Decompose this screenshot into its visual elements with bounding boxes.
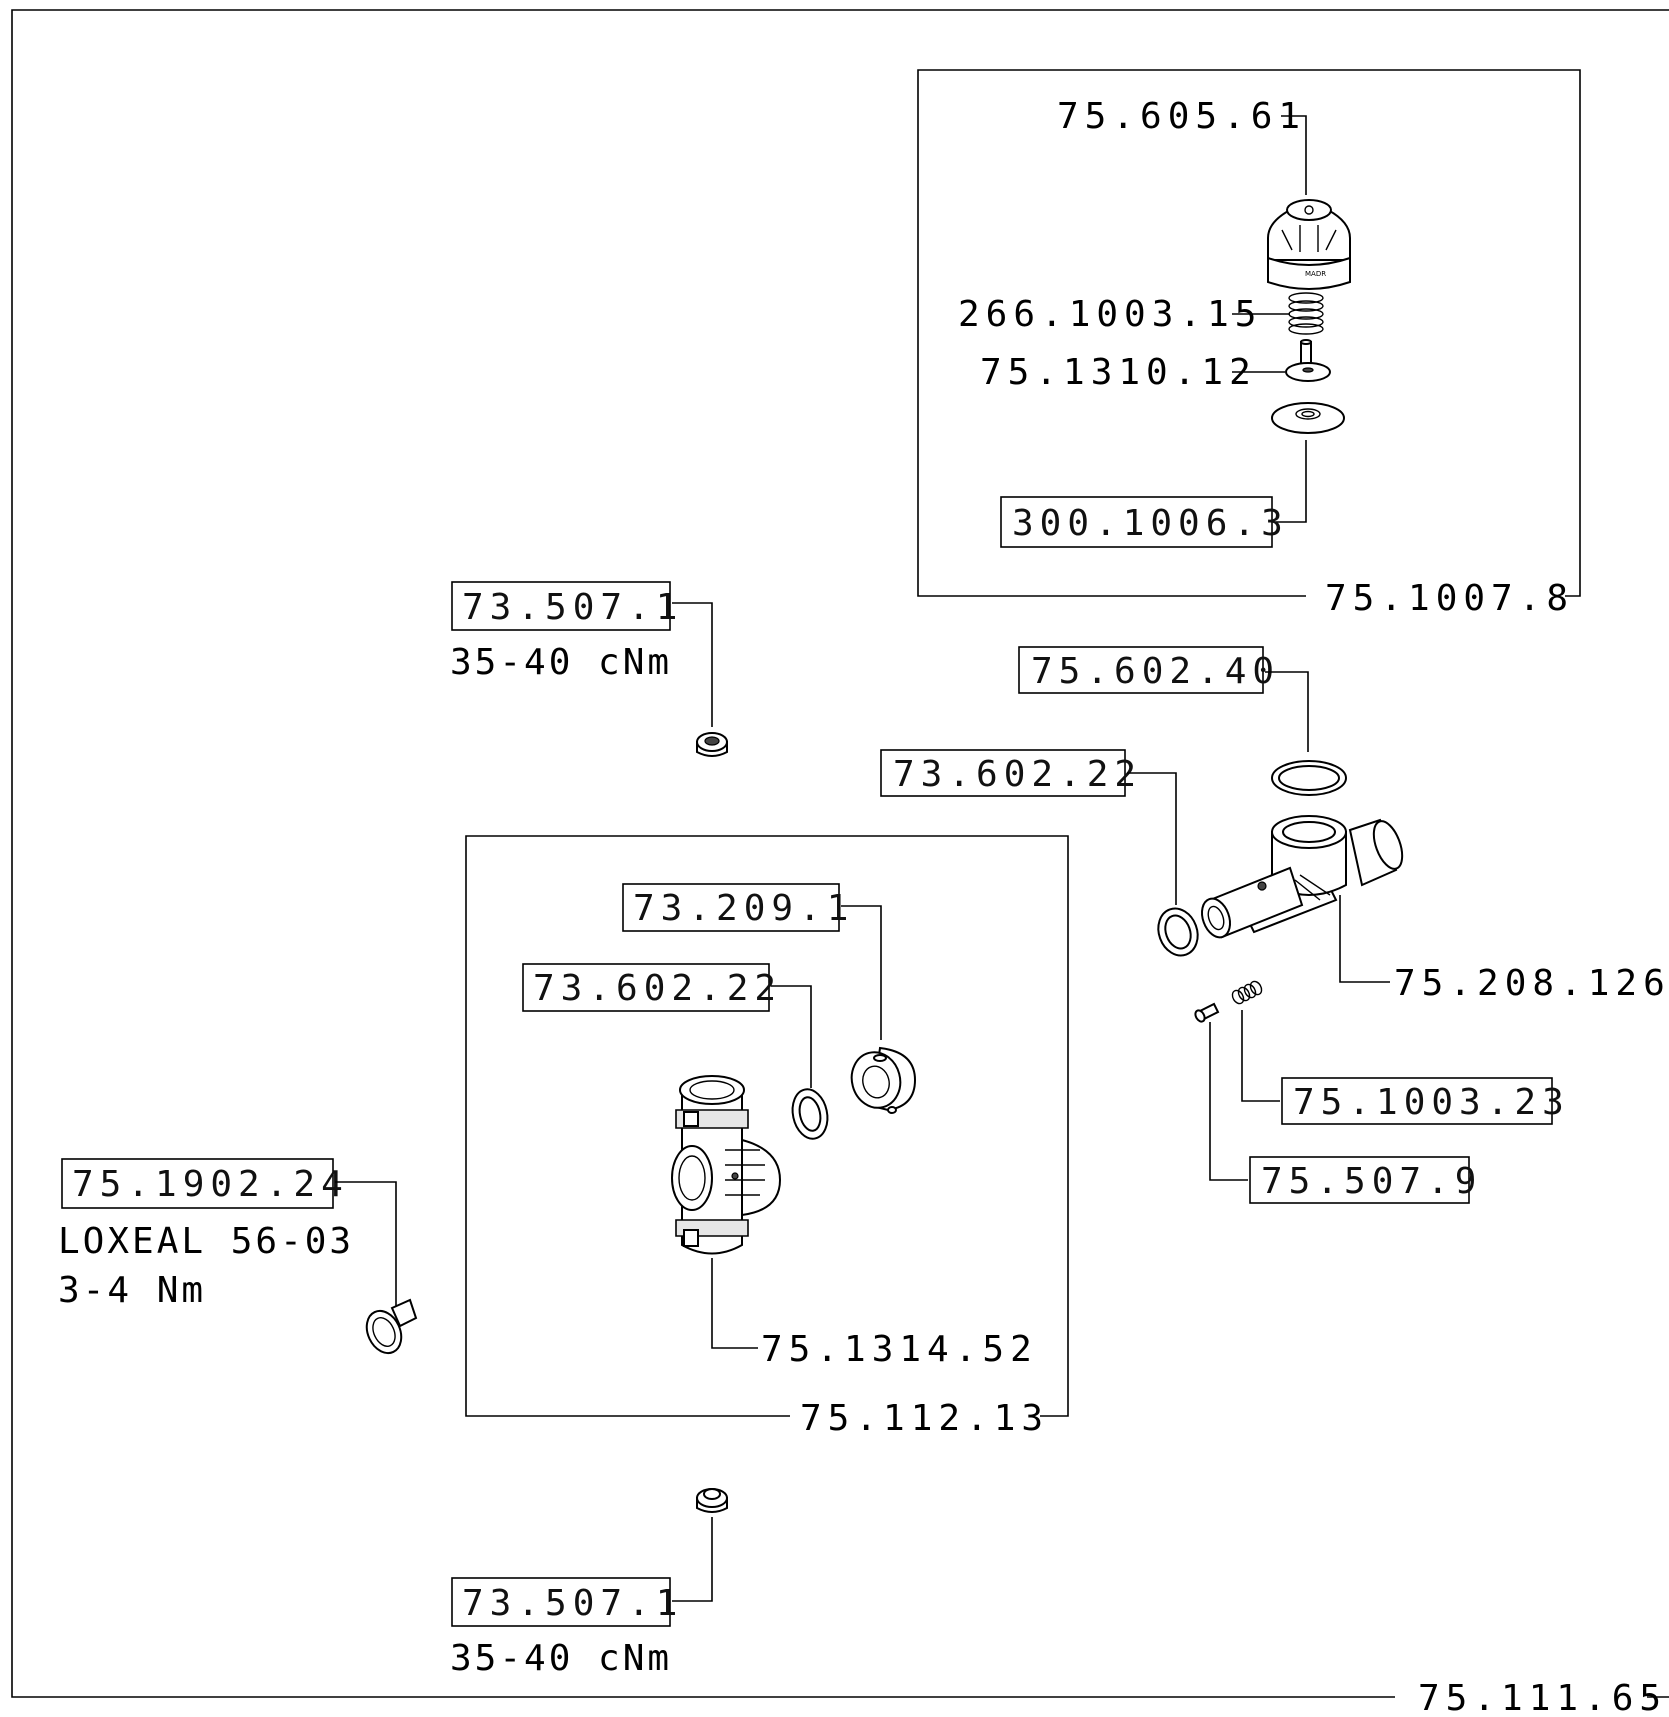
diaphragm-leader [1275, 440, 1307, 523]
valve-body-icon [1200, 815, 1404, 939]
plug-adhesive-note: LOXEAL 56-03 [58, 1221, 354, 1262]
seal-ring-icon [791, 1088, 829, 1140]
inner-block-leader [841, 905, 882, 1040]
spring-icon [1288, 292, 1324, 335]
body-group-frame [465, 835, 1069, 1417]
o-ring-label: 75.602.40 [1031, 651, 1280, 692]
pin-label: 75.507.9 [1261, 1161, 1482, 1202]
plug-icon [365, 1298, 418, 1355]
nozzle-bottom-label: 73.507.1 [462, 1583, 683, 1624]
valve-body-label: 75.208.126 [1394, 963, 1669, 1004]
plug-torque-note: 3-4 Nm [58, 1270, 206, 1311]
o-ring-icon [1271, 760, 1347, 796]
cap-group-number: 75.1007.8 [1325, 578, 1574, 619]
spring-icon [1231, 980, 1263, 1005]
o-ring-leader [1265, 671, 1309, 752]
spring-small-leader [1241, 1010, 1280, 1102]
pin-icon [1194, 1002, 1220, 1023]
spring-small-label-box [1281, 1077, 1553, 1125]
piston-icon [1285, 339, 1331, 382]
o-ring-label-box [1018, 646, 1264, 694]
assembly-number: 75.111.65 [1418, 1678, 1667, 1717]
pin-label-box [1249, 1156, 1470, 1204]
nozzle-bottom-leader [672, 1517, 713, 1602]
plug-leader [335, 1181, 397, 1306]
body-group-number: 75.112.13 [800, 1398, 1049, 1439]
cap-spring-label: 266.1003.15 [958, 294, 1262, 335]
diaphragm-label-box [1000, 496, 1273, 548]
nozzle-top-label-box [451, 581, 671, 631]
nozzle-icon [696, 732, 728, 757]
assembly-frame [11, 9, 1669, 1698]
pin-leader [1209, 1022, 1248, 1181]
cap-icon: MADR [1267, 199, 1351, 290]
diaphragm-label: 300.1006.3 [1012, 503, 1289, 544]
seal-ring-right-label: 73.602.22 [893, 754, 1142, 795]
nozzle-top-leader [672, 602, 713, 727]
cap-leader [1281, 115, 1307, 195]
cap-group-frame [917, 69, 1581, 597]
plug-label: 75.1902.24 [72, 1164, 349, 1205]
inner-block-label: 73.209.1 [633, 888, 854, 929]
inner-block-label-box [622, 883, 840, 932]
nozzle-bottom-torque: 35-40 cNm [450, 1638, 672, 1679]
piston-label: 75.1310.12 [980, 352, 1257, 393]
cap-label: 75.605.61 [1057, 96, 1306, 137]
seal-ring-inner-leader [771, 985, 812, 1088]
valve-body-leader [1339, 895, 1390, 983]
seal-ring-inner-label-box [522, 963, 770, 1012]
chamber-leader [711, 1258, 758, 1349]
plug-label-box [61, 1158, 334, 1209]
seal-ring-icon [1157, 907, 1199, 957]
diaphragm-icon [1271, 402, 1345, 434]
seal-ring-right-label-box [880, 749, 1126, 797]
seal-ring-inner-label: 73.602.22 [533, 968, 782, 1009]
svg-text:MADR: MADR [1305, 270, 1326, 278]
spring-small-label: 75.1003.23 [1293, 1082, 1570, 1123]
chamber-label: 75.1314.52 [761, 1329, 1038, 1370]
seal-ring-right-leader [1127, 772, 1177, 905]
nozzle-top-label: 73.507.1 [462, 587, 683, 628]
nozzle-top-torque: 35-40 cNm [450, 642, 672, 683]
block-icon [850, 1046, 917, 1114]
nozzle-icon [696, 1488, 728, 1513]
chamber-icon [671, 1075, 782, 1255]
nozzle-bottom-label-box [451, 1577, 671, 1627]
